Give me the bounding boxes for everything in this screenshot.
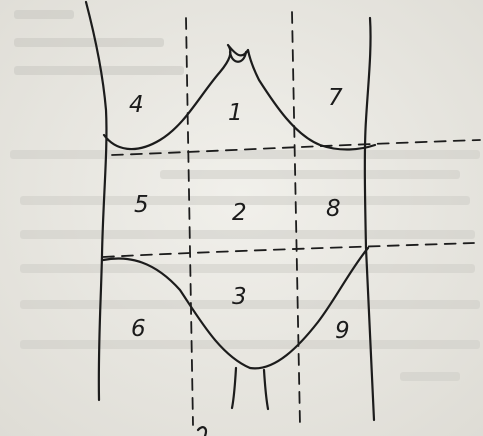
bleed-through-text xyxy=(10,10,480,381)
region-label-1: 1 xyxy=(228,100,243,126)
region-label-8: 8 xyxy=(326,196,341,222)
dashed-grid xyxy=(102,11,481,426)
region-label-5: 5 xyxy=(134,192,149,218)
region-label-6: 6 xyxy=(131,316,146,342)
region-label-9: 9 xyxy=(335,318,350,344)
bottom-mark xyxy=(196,426,207,436)
region-label-3: 3 xyxy=(232,284,247,310)
region-label-4: 4 xyxy=(129,92,144,118)
body-outline xyxy=(84,0,377,422)
region-label-2: 2 xyxy=(232,200,247,226)
region-label-7: 7 xyxy=(328,85,343,111)
